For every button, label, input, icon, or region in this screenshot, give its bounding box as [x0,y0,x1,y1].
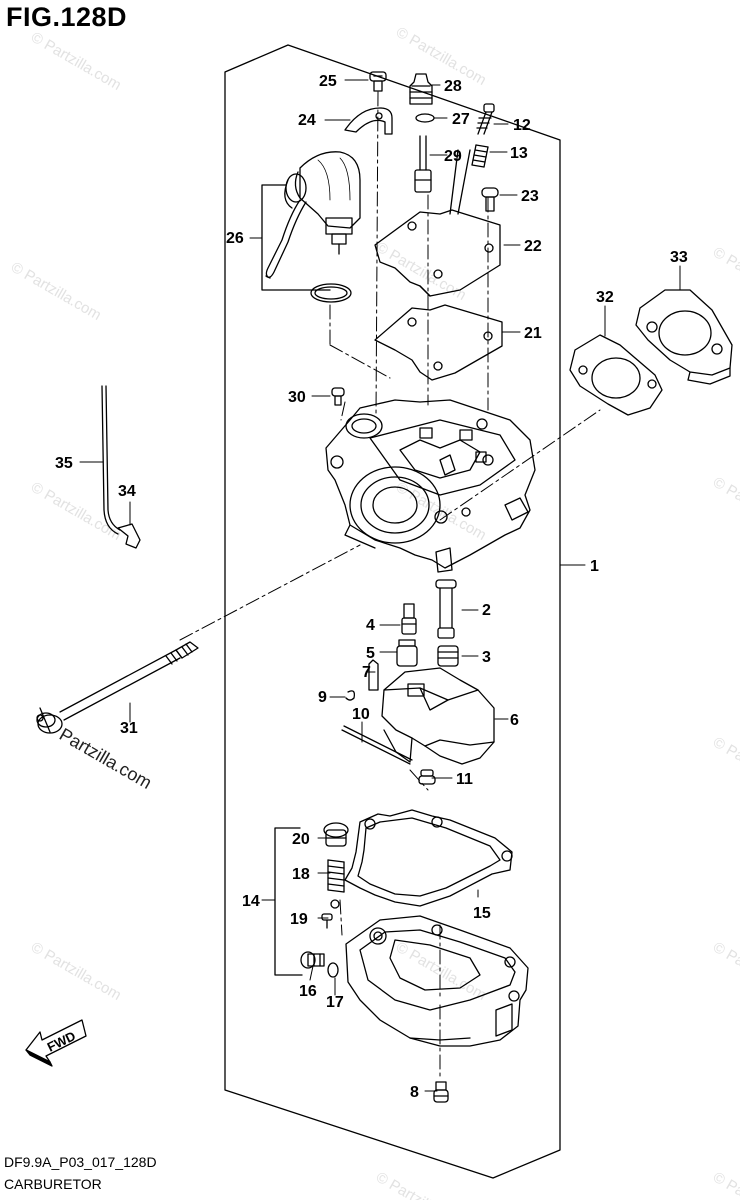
part-6-float [381,667,495,765]
watermark-10: © Partzilla.com [28,939,124,1004]
part-11-screw [418,769,436,785]
part-20-plug [323,822,349,847]
part-7-needle [368,659,379,691]
callout-35: 35 [55,455,73,472]
fwd-label: FWD [45,1028,78,1054]
watermark-1: © Partzilla.com [28,29,124,94]
part-28-boot [409,73,433,105]
watermark-9: © Partzilla.com [710,734,740,799]
part-4-jet [401,603,417,635]
callout-14: 14 [242,893,260,910]
part-29-plunger [414,135,432,193]
assembly-bracket [224,44,561,1179]
callout-24: 24 [298,112,316,129]
part-30-screw [331,387,345,406]
part-14-float-bowl [345,915,529,1047]
callout-29: 29 [444,148,462,165]
part-19-screw [321,913,333,929]
watermark-8: © Partzilla.com [710,474,740,539]
part-3-nozzle [437,645,459,667]
callout-8: 8 [410,1084,419,1101]
part-15-gasket [344,809,513,907]
callout-labels: 1 2 3 4 5 6 7 8 9 10 11 12 13 14 15 16 1… [55,73,688,1101]
part-27-ring [415,113,435,123]
part-34-clip [117,523,141,549]
part-8-screw [433,1081,449,1103]
callout-7: 7 [362,664,371,681]
callout-25: 25 [319,73,337,90]
part-23-screw [481,187,499,212]
part-10-pin [341,725,413,765]
part-26-solenoid [265,151,361,279]
part-2-pipe [435,579,457,639]
part-18-spring [327,859,345,893]
callout-22: 22 [524,238,542,255]
callout-21: 21 [524,325,542,342]
part-25-screw [369,71,387,92]
watermark-5: © Partzilla.com [710,244,740,309]
callout-5: 5 [366,645,375,662]
watermark-3: © Partzilla.com [8,259,104,324]
callout-12: 12 [513,117,531,134]
callout-23: 23 [521,188,539,205]
part-1-carburetor-body [325,399,536,573]
part-22-cover [374,149,501,297]
watermarks: © Partzilla.com © Partzilla.com © Partzi… [8,24,740,1200]
part-24-bracket [344,107,393,135]
callout-18: 18 [292,866,310,883]
callout-2: 2 [482,602,491,619]
callout-31: 31 [120,720,138,737]
part-32-gasket [569,334,663,416]
callout-6: 6 [510,712,519,729]
callout-16: 16 [299,983,317,1000]
watermark-4: © Partzilla.com [373,239,469,304]
callout-13: 13 [510,145,528,162]
diagram-code: DF9.9A_P03_017_128D [4,1154,157,1170]
fwd-arrow-icon [25,1019,87,1067]
callout-20: 20 [292,831,310,848]
watermark-6: © Partzilla.com [28,479,124,544]
callout-26: 26 [226,230,244,247]
watermark-large: Partzilla.com [56,724,155,793]
reference-lines [179,91,601,1081]
watermark-13: © Partzilla.com [373,1169,469,1200]
part-5-jet [396,639,418,667]
callout-32: 32 [596,289,614,306]
callout-11: 11 [456,771,473,788]
watermark-14: © Partzilla.com [710,1169,740,1200]
callout-14-bracket [274,827,303,976]
callout-28: 28 [444,78,462,95]
part-16-drain-screw [300,951,325,969]
part-31-screw [36,641,199,734]
callout-4: 4 [366,617,375,634]
part-17-oring [327,962,339,978]
callout-30: 30 [288,389,306,406]
part-33-insulator [635,289,733,385]
part-12-screw [476,103,495,135]
part-26-oring [310,283,352,303]
callout-17: 17 [326,994,344,1011]
diagram-name: CARBURETOR [4,1176,102,1192]
callout-15: 15 [473,905,491,922]
watermark-12: © Partzilla.com [710,939,740,1004]
callout-10: 10 [352,706,370,723]
part-35-rod [101,385,121,535]
part-9-clip [345,690,356,701]
watermark-2: © Partzilla.com [393,24,489,89]
figure-title: FIG.128D [6,2,128,32]
part-ball [330,899,340,909]
callout-3: 3 [482,649,491,666]
callout-34: 34 [118,483,136,500]
callout-27: 27 [452,111,470,128]
callout-9: 9 [318,689,327,706]
part-13-spring [471,144,489,168]
part-21-gasket [374,304,503,381]
callout-33: 33 [670,249,688,266]
callout-19: 19 [290,911,308,928]
callout-1: 1 [590,558,599,575]
